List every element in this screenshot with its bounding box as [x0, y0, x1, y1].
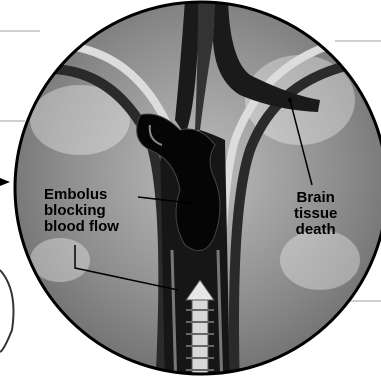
embolus-label: Embolus blocking blood flow [44, 187, 119, 235]
embolus-leader-dot [189, 201, 193, 205]
brain-leader-dot [288, 98, 292, 102]
brain-tissue-death-label: Brain tissue death [294, 190, 337, 238]
outer-fragment-left [0, 270, 14, 352]
pointer-left-arrow [0, 178, 10, 186]
